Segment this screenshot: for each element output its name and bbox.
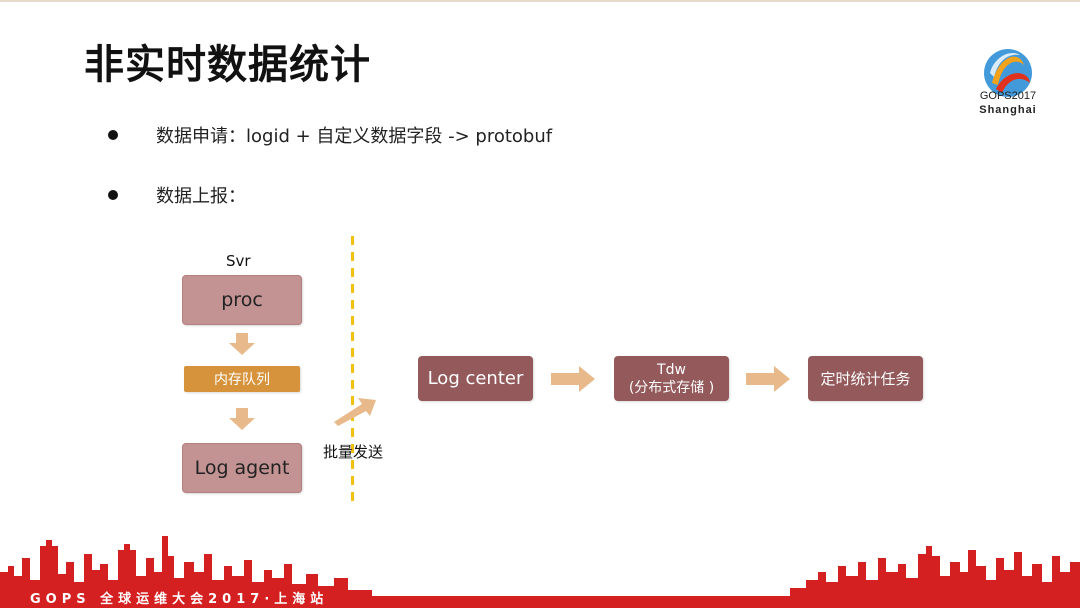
bullet-dot-icon: [108, 130, 118, 140]
gops-logo-icon: [984, 49, 1032, 97]
bullet-text: 数据申请：logid + 自定义数据字段 -> protobuf: [156, 126, 553, 147]
bullet-item: 数据上报：: [108, 182, 246, 208]
svr-label: Svr: [226, 252, 251, 270]
right-arrow-icon: [746, 366, 790, 392]
bullet-item: 数据申请：logid + 自定义数据字段 -> protobuf: [108, 122, 552, 148]
dashed-divider: [351, 236, 354, 502]
tdw-title: Tdw: [657, 361, 686, 378]
memory-queue-box: 内存队列: [184, 366, 300, 392]
tdw-box: Tdw (分布式存储 ): [614, 356, 729, 401]
bullet-dot-icon: [108, 190, 118, 200]
log-center-box: Log center: [418, 356, 533, 401]
bullet-text: 数据上报：: [156, 186, 246, 207]
right-arrow-icon: [551, 366, 595, 392]
top-border-line: [0, 0, 1080, 2]
tdw-subtitle: (分布式存储 ): [628, 379, 715, 396]
logo-text-city: Shanghai: [979, 104, 1037, 116]
footer-event-label: GOPS 全球运维大会2017·上海站: [30, 592, 329, 607]
down-arrow-icon: [229, 333, 255, 355]
proc-box: proc: [182, 275, 302, 325]
log-agent-box: Log agent: [182, 443, 302, 493]
diagonal-arrow-icon: [334, 398, 376, 426]
logo-text-gops: GOPS2017: [979, 90, 1037, 102]
stat-task-box: 定时统计任务: [808, 356, 923, 401]
slide-title: 非实时数据统计: [84, 42, 371, 88]
batch-send-label: 批量发送: [323, 443, 384, 461]
down-arrow-icon: [229, 408, 255, 430]
city-skyline-icon: [0, 536, 1080, 608]
